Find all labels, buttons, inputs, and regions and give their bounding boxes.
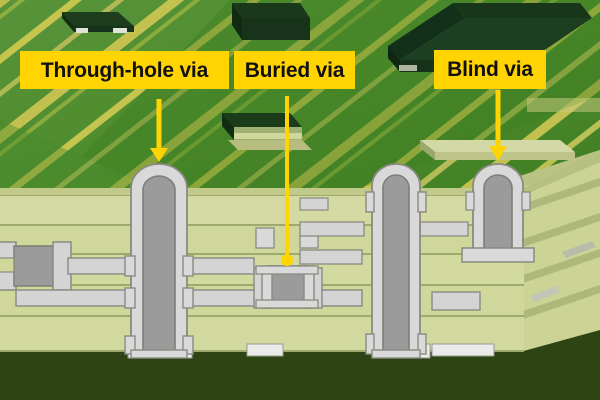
callout-buried-via-label: Buried via [244,58,345,82]
callout-blind-via: Blind via [434,50,546,89]
callout-through-hole-via: Through-hole via [20,51,229,89]
buried-via [255,265,319,309]
smd-component-top-left [62,12,134,33]
via-annular-rings-right [365,191,427,355]
blind-via-annular-rings [465,191,531,211]
smd-component-top-center [232,3,310,40]
through-hole-via-left [124,163,194,359]
callout-blind-via-label: Blind via [447,58,533,81]
board-side-face-right [520,150,600,352]
board-top-edge [0,150,600,195]
surface-pads-right [420,98,600,160]
via-annular-rings-left [124,255,194,355]
callout-through-hole-via-label: Through-hole via [40,58,209,82]
through-hole-via-right [365,163,427,359]
callout-buried-via: Buried via [234,51,355,89]
blind-via [461,163,535,263]
